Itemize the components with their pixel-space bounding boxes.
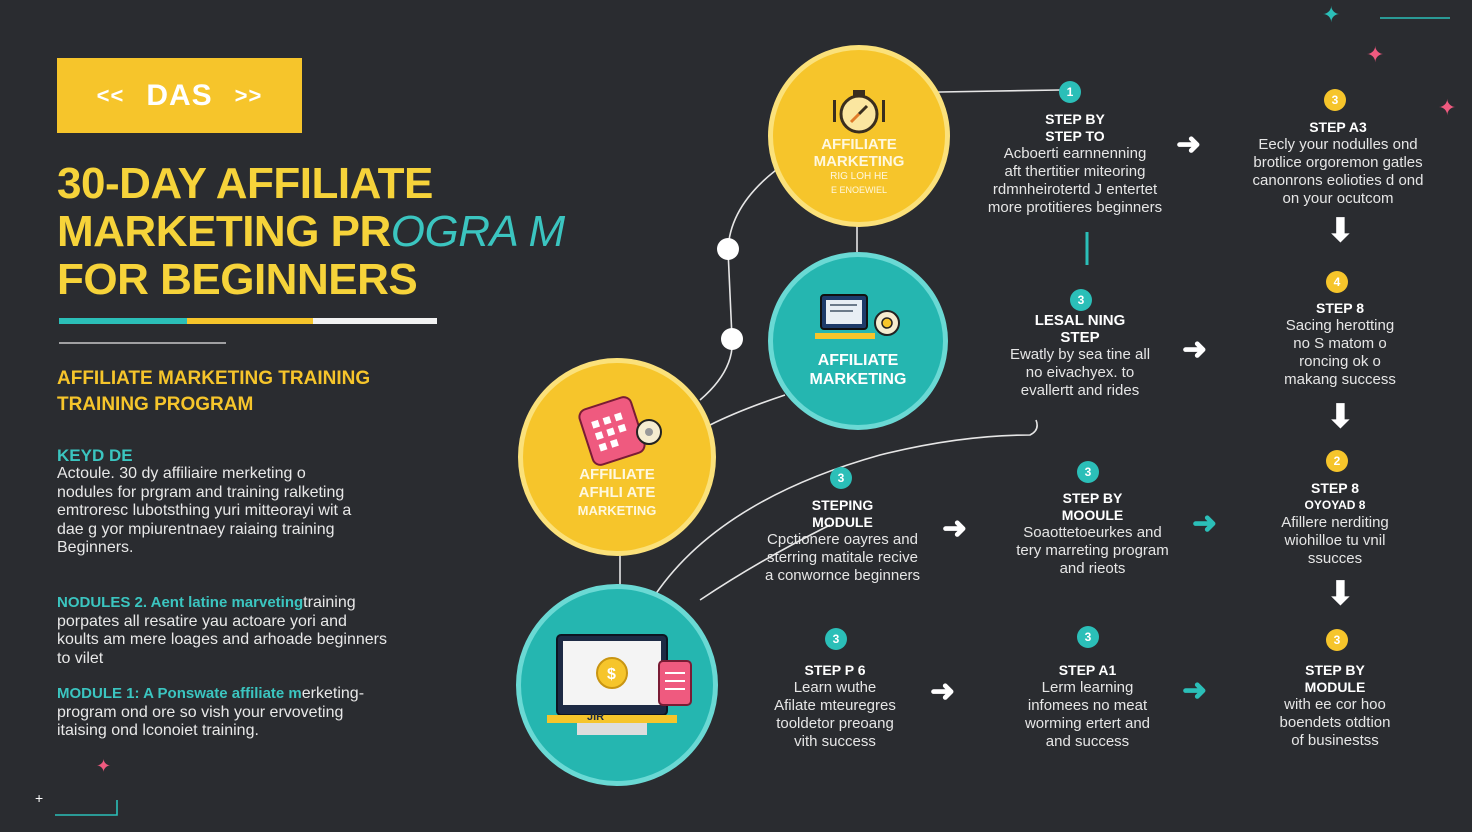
badge-label: DAS bbox=[146, 78, 213, 112]
arrow-down-icon: ⬇ bbox=[1327, 398, 1354, 434]
step-number-badge: 1 bbox=[1059, 81, 1081, 103]
step-r4c2: STEP A1 Lerm learning infomees no meat w… bbox=[1024, 662, 1151, 750]
sparkle-icon: ✦ bbox=[1366, 42, 1385, 67]
step-number-badge: 3 bbox=[830, 467, 852, 489]
step-r1c2: STEP A3 Eecly your nodulles ond brotlice… bbox=[1252, 119, 1424, 207]
step-r3c2: STEP BY MOOULE Soaottetoeurkes and tery … bbox=[1016, 490, 1169, 577]
step-r3c1: STEPING MODULE Cpctionere oayres and ste… bbox=[764, 497, 921, 584]
arrow-right-icon: ➜ bbox=[1192, 507, 1218, 540]
sparkle-icon: ✦ bbox=[1322, 2, 1341, 27]
circle-laptop: $ JIR bbox=[516, 584, 718, 786]
node-dot bbox=[717, 238, 739, 260]
title-line-2: MARKETING PROGRA M bbox=[57, 207, 565, 256]
chevron-right-icon: >> bbox=[234, 82, 263, 108]
step-number-badge: 2 bbox=[1326, 450, 1348, 472]
svg-text:$: $ bbox=[607, 666, 616, 683]
stopwatch-icon bbox=[833, 90, 885, 134]
circle-affiliate-2: AFFILIATE MARKETING bbox=[768, 252, 948, 430]
node-dot bbox=[721, 328, 743, 350]
arrow-right-icon: ➜ bbox=[1176, 128, 1202, 161]
title-line-3: FOR BEGINNERS bbox=[57, 255, 418, 304]
step-r3c3: STEP 8 OYOYAD 8 Afillere nerditing wiohi… bbox=[1281, 480, 1389, 567]
step-r4c3: STEP BY MODULE with ee cor hoo boendets … bbox=[1279, 662, 1391, 749]
step-number-badge: 3 bbox=[1077, 461, 1099, 483]
step-number-badge: 3 bbox=[1326, 629, 1348, 651]
step-number-badge: 4 bbox=[1326, 271, 1348, 293]
subtitle: AFFILIATE MARKETING TRAINING TRAINING PR… bbox=[57, 368, 371, 415]
header-badge: << DAS >> bbox=[57, 58, 302, 133]
key-heading: KEYD DE bbox=[57, 446, 133, 465]
step-r4c1: STEP P 6 Learn wuthe Afilate mteuregres … bbox=[774, 662, 896, 750]
step-number-badge: 3 bbox=[1324, 89, 1346, 111]
module-2-heading: NODULES 2. Aent latine marvetingtraining bbox=[57, 594, 356, 611]
step-number-badge: 3 bbox=[1070, 289, 1092, 311]
sparkle-icon: ✦ bbox=[96, 756, 112, 776]
arrow-down-icon: ⬇ bbox=[1327, 212, 1354, 248]
arrow-down-icon: ⬇ bbox=[1327, 575, 1354, 611]
calculator-icon bbox=[578, 395, 662, 466]
step-r2c2: STEP 8 Sacing herotting no S matom o ron… bbox=[1284, 300, 1396, 388]
step-number-badge: 3 bbox=[825, 628, 847, 650]
step-r2c1: LESAL NING STEP Ewatly by sea tine all n… bbox=[1009, 312, 1151, 399]
computer-icon bbox=[815, 294, 900, 339]
step-number-badge: 3 bbox=[1077, 626, 1099, 648]
step-r1c1: STEP BY STEP TO Acboerti earnnenning aft… bbox=[987, 111, 1163, 216]
module-1-heading: MODULE 1: A Ponswate affiliate merketing… bbox=[57, 685, 365, 702]
laptop-tag: JIR bbox=[587, 711, 605, 723]
chevron-left-icon: << bbox=[96, 82, 125, 108]
circle-affiliate-1: AFFILIATE MARKETING RIG LOH HE E ENOEWIE… bbox=[768, 45, 950, 227]
sparkle-icon: + bbox=[35, 790, 44, 806]
laptop-icon: $ bbox=[547, 634, 692, 735]
key-body: Actoule. 30 dy affiliaire merketing o no… bbox=[57, 465, 352, 556]
arrow-right-icon: ➜ bbox=[1182, 674, 1208, 707]
module-1-block: MODULE 1: A Ponswate affiliate merketing… bbox=[57, 685, 477, 741]
arrow-right-icon: ➜ bbox=[942, 512, 968, 545]
sparkle-icon: ✦ bbox=[1438, 95, 1457, 120]
circle-affiliate-3: AFFILIATE AFHLI ATE MARKETING bbox=[518, 358, 716, 556]
arrow-right-icon: ➜ bbox=[1182, 333, 1208, 366]
module-2-block: NODULES 2. Aent latine marvetingtraining… bbox=[57, 594, 477, 668]
title-line-1: 30-DAY AFFILIATE bbox=[57, 159, 433, 208]
page-title: 30-DAY AFFILIATE MARKETING PROGRA M FOR … bbox=[57, 160, 577, 304]
arrow-right-icon: ➜ bbox=[930, 675, 956, 708]
